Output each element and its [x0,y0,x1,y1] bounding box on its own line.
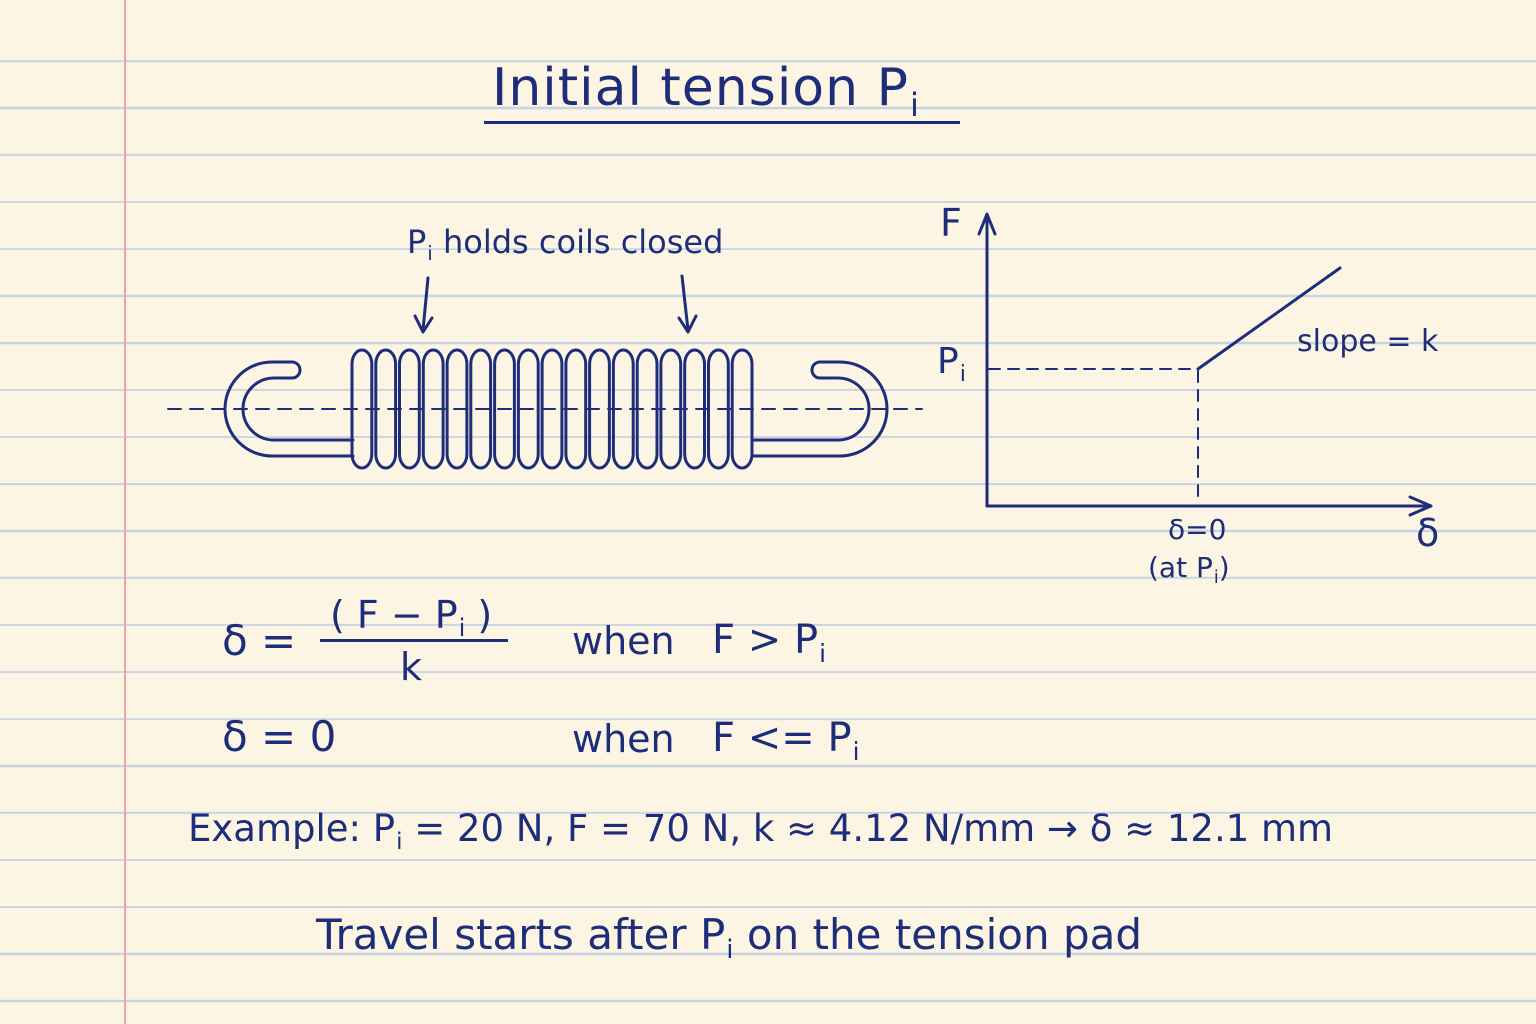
x-tick-label: δ=0 [1168,513,1227,546]
coil-loop [493,348,516,470]
coil-loop [350,348,374,470]
equation1-denominator: k [400,645,423,689]
coil-loop [540,348,564,470]
equation2-condition: F <= Pi [712,718,859,764]
coil-loop [469,348,493,470]
coil-loop [374,348,398,470]
y-tick-p: P [937,341,959,382]
annotation-arrow-left [413,276,434,334]
coil-loop [635,348,659,470]
y-tick-pi: Pi [937,344,966,385]
spring-coils [350,348,754,470]
fraction-bar [320,639,508,642]
equation1-condition: F > Pi [712,620,826,666]
equation1-condition-subscript: i [819,638,826,668]
coil-loop [398,348,421,470]
footer-prefix: Travel starts after P [316,910,726,959]
x-axis-label: δ [1416,511,1440,555]
y-axis [977,212,997,508]
coil-loop [611,348,635,470]
coil-loop [683,348,707,470]
example-subscript: i [396,829,403,856]
x-tick-note-suffix: ) [1218,551,1230,584]
title-subscript: i [909,86,920,125]
coil-loop [445,348,469,470]
spring-annotation-subscript: i [427,241,433,265]
equation1-numerator: ( F − Pi ) [330,596,492,641]
slope-label: slope = k [1297,324,1439,359]
spring-annotation-text: holds coils closed [432,223,724,261]
spring-annotation: Pi holds coils closed [407,226,723,264]
footer-subscript: i [726,935,734,966]
margin-line [124,0,126,1024]
title-underline [484,121,960,124]
equation1-numerator-prefix: ( F − P [330,593,458,637]
left-hook [223,360,355,458]
x-axis [985,495,1433,517]
right-hook [750,360,889,458]
force-deflection-line [1196,266,1342,371]
equation1-numerator-suffix: ) [465,593,493,637]
equation2-condition-prefix: F <= P [712,715,852,761]
equation1-when: when [572,619,675,663]
annotation-arrow-right [677,274,698,334]
example-line: Example: Pi = 20 N, F = 70 N, k ≈ 4.12 N… [188,810,1333,854]
spring-annotation-p: P [407,223,427,261]
coil-loop [730,348,754,470]
coil-loop [564,348,588,470]
equation2-when: when [572,717,675,761]
coil-loop [659,348,683,470]
footer-note: Travel starts after Pi on the tension pa… [316,914,1142,966]
x-tick-note-prefix: (at P [1148,551,1213,584]
example-values: = 20 N, F = 70 N, k ≈ 4.12 N/mm → δ ≈ 12… [402,807,1334,850]
footer-suffix: on the tension pad [733,910,1143,959]
equation1-numerator-subscript: i [458,614,466,643]
x-tick-note: (at Pi) [1148,554,1230,587]
page-title: Initial tension Pi [492,62,920,122]
x-tick-note-subscript: i [1213,568,1219,589]
y-tick-subscript: i [959,360,966,387]
coil-loop [707,348,730,470]
coil-loop [588,348,611,470]
equation1-lhs: δ = [222,616,297,665]
title-main: Initial tension P [492,58,909,118]
equation1-condition-prefix: F > P [712,617,819,663]
coil-loop [516,348,540,470]
equation2-condition-subscript: i [852,736,860,766]
equation2-lhs: δ = 0 [222,712,337,761]
coil-loop [421,348,445,470]
example-prefix: Example: P [188,807,396,850]
y-axis-label: F [940,201,962,245]
